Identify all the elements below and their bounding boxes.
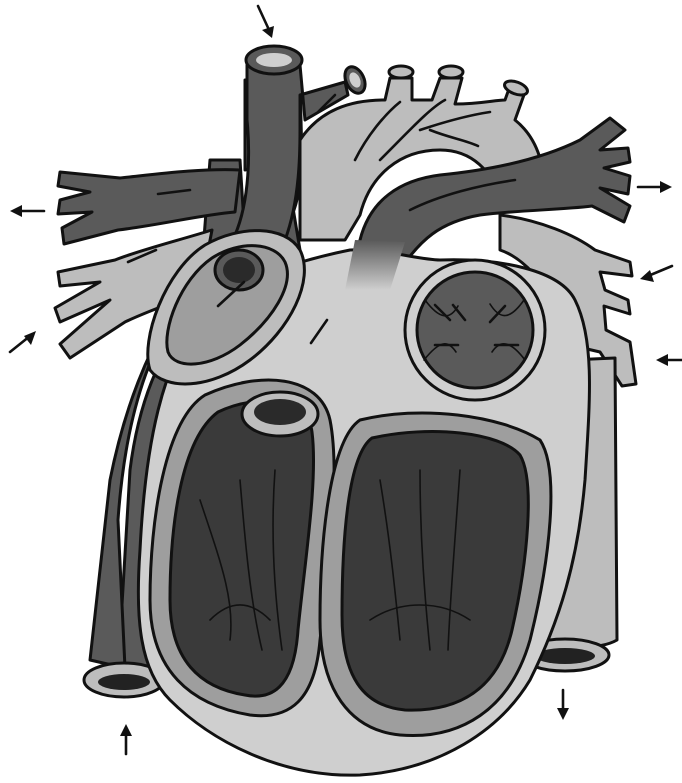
arrow-left-in	[10, 331, 36, 352]
arrow-left-out	[10, 205, 44, 217]
arrow-bottom-right	[557, 690, 569, 720]
arrow-bottom-left	[120, 724, 132, 754]
right-ventricle	[150, 380, 334, 716]
arrow-top	[258, 6, 274, 38]
arrow-right-in-upper	[640, 266, 672, 282]
arrow-right-in-lower	[656, 354, 682, 366]
arrow-right-out	[638, 181, 672, 193]
valve-circle	[405, 260, 545, 400]
